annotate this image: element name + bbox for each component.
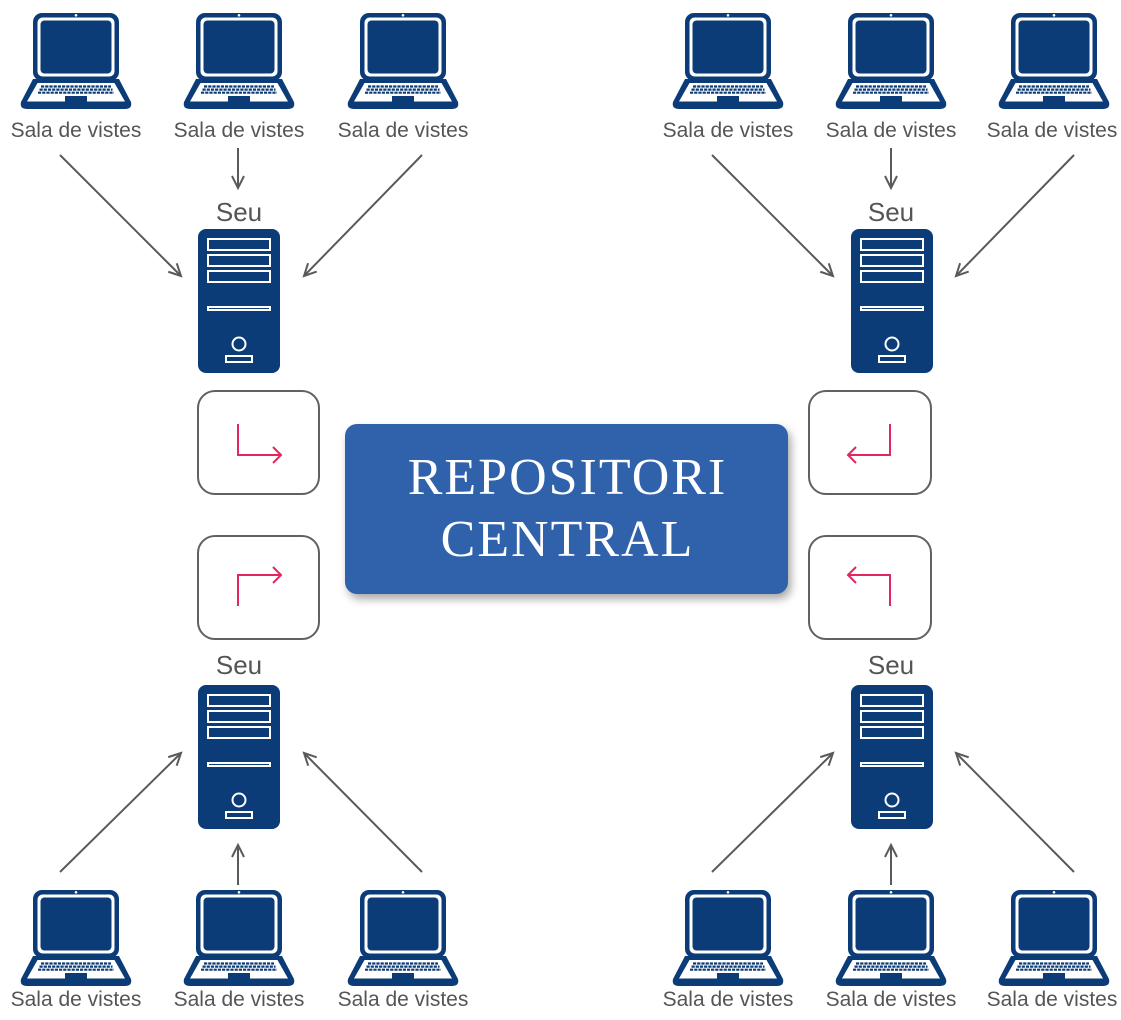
laptop-icon xyxy=(183,12,295,110)
sync-box xyxy=(197,535,320,640)
sync-box xyxy=(197,390,320,495)
laptop-icon xyxy=(998,12,1110,110)
laptop-label: Sala de vistes xyxy=(825,988,957,1011)
server-icon xyxy=(198,685,280,829)
connector-arrow xyxy=(711,154,835,278)
laptop-icon xyxy=(20,889,132,987)
connector-arrow xyxy=(954,751,1075,873)
laptop-icon xyxy=(20,12,132,110)
central-repository-title-line2: CENTRAL xyxy=(440,511,695,568)
server-label: Seu xyxy=(867,650,915,680)
laptop-icon xyxy=(998,889,1110,987)
connector-arrow xyxy=(302,751,423,873)
laptop-icon xyxy=(672,889,784,987)
server-label: Seu xyxy=(867,197,915,227)
connector-arrow xyxy=(954,154,1075,278)
connector-arrow xyxy=(302,154,423,278)
server-icon xyxy=(198,229,280,373)
laptop-label: Sala de vistes xyxy=(337,988,469,1011)
arrow-down-then-right-icon xyxy=(237,424,283,464)
laptop-label: Sala de vistes xyxy=(337,119,469,142)
laptop-icon xyxy=(347,12,459,110)
laptop-label: Sala de vistes xyxy=(662,119,794,142)
laptop-label: Sala de vistes xyxy=(986,988,1118,1011)
central-repository-title-line1: REPOSITORI xyxy=(407,449,728,506)
server-icon xyxy=(851,229,933,373)
sync-box xyxy=(808,390,932,495)
laptop-icon xyxy=(347,889,459,987)
central-repository-box: REPOSITORI CENTRAL xyxy=(345,424,788,594)
laptop-icon xyxy=(835,889,947,987)
laptop-label: Sala de vistes xyxy=(986,119,1118,142)
arrow-up-then-left-icon xyxy=(846,566,891,606)
laptop-icon xyxy=(835,12,947,110)
laptop-icon xyxy=(183,889,295,987)
laptop-label: Sala de vistes xyxy=(173,119,305,142)
laptop-label: Sala de vistes xyxy=(173,988,305,1011)
laptop-icon xyxy=(672,12,784,110)
server-label: Seu xyxy=(215,650,263,680)
connector-arrow xyxy=(711,751,835,873)
laptop-label: Sala de vistes xyxy=(10,119,142,142)
arrow-up-then-right-icon xyxy=(237,566,283,606)
server-icon xyxy=(851,685,933,829)
laptop-label: Sala de vistes xyxy=(10,988,142,1011)
arrow-down-then-left-icon xyxy=(846,424,891,464)
laptop-label: Sala de vistes xyxy=(825,119,957,142)
server-label: Seu xyxy=(215,197,263,227)
laptop-label: Sala de vistes xyxy=(662,988,794,1011)
connector-arrow xyxy=(59,751,183,873)
sync-box xyxy=(808,535,932,640)
connector-arrow xyxy=(59,154,183,278)
